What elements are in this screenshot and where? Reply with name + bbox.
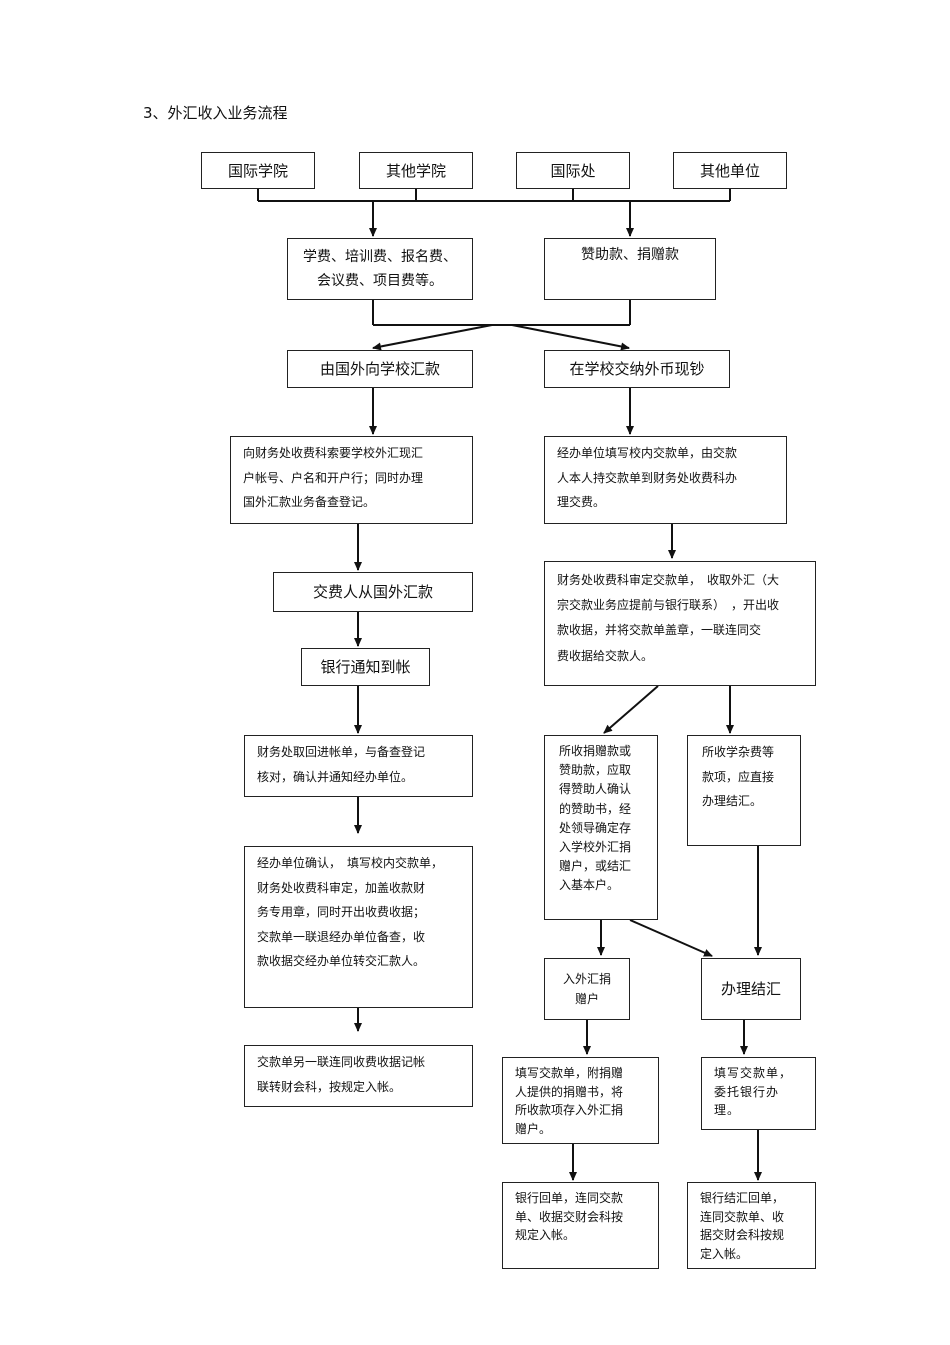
sponsor-donation-box: 赞助款、捐赠款 — [544, 238, 716, 300]
donation-account-box: 入外汇捐 赠户 — [544, 958, 630, 1020]
unit-confirm-box: 经办单位确认， 填写校内交款单， 财务处收费科审定，加盖收款财 务专用章，同时开… — [244, 846, 473, 1008]
final-record-box: 交款单另一联连同收费收据记帐 联转财会科，按规定入帐。 — [244, 1045, 473, 1107]
source-international-college: 国际学院 — [201, 152, 315, 189]
payer-remit-box: 交费人从国外汇款 — [273, 572, 473, 612]
donation-handling-box: 所收捐赠款或 赞助款，应取 得赞助人确认 的赞助书，经 处领导确定存 入学校外汇… — [544, 735, 658, 920]
settle-exchange-box: 办理结汇 — [701, 958, 801, 1020]
fees-box: 学费、培训费、报名费、 会议费、项目费等。 — [287, 238, 473, 300]
source-other-unit: 其他单位 — [673, 152, 787, 189]
fill-settle-form-box: 填写交款单， 委托银行办 理。 — [701, 1057, 816, 1130]
remit-from-abroad-box: 由国外向学校汇款 — [287, 350, 473, 388]
tuition-handling-box: 所收学杂费等 款项，应直接 办理结汇。 — [687, 735, 801, 846]
bank-notice-box: 银行通知到帐 — [301, 648, 430, 686]
finance-review-box: 财务处收费科审定交款单， 收取外汇（大 宗交款业务应提前与银行联系） ，开出收 … — [544, 561, 816, 686]
fill-payment-form-box: 经办单位填写校内交款单，由交款 人本人持交款单到财务处收费科办 理交费。 — [544, 436, 787, 524]
cash-deposit-box: 在学校交纳外币现钞 — [544, 350, 730, 388]
settle-receipt-box: 银行结汇回单， 连同交款单、收 据交财会科按规 定入帐。 — [687, 1182, 816, 1269]
source-international-office: 国际处 — [516, 152, 630, 189]
bank-receipt-box: 银行回单，连同交款 单、收据交财会科按 规定入帐。 — [502, 1182, 659, 1269]
finance-check-box: 财务处取回进帐单，与备查登记 核对，确认并通知经办单位。 — [244, 735, 473, 797]
fill-donation-form-box: 填写交款单，附捐赠 人提供的捐赠书，将 所收款项存入外汇捐 赠户。 — [502, 1057, 659, 1144]
source-other-college: 其他学院 — [359, 152, 473, 189]
request-account-box: 向财务处收费科索要学校外汇现汇 户帐号、户名和开户行；同时办理 国外汇款业务备查… — [230, 436, 473, 524]
page-heading: 3、外汇收入业务流程 — [143, 104, 288, 122]
